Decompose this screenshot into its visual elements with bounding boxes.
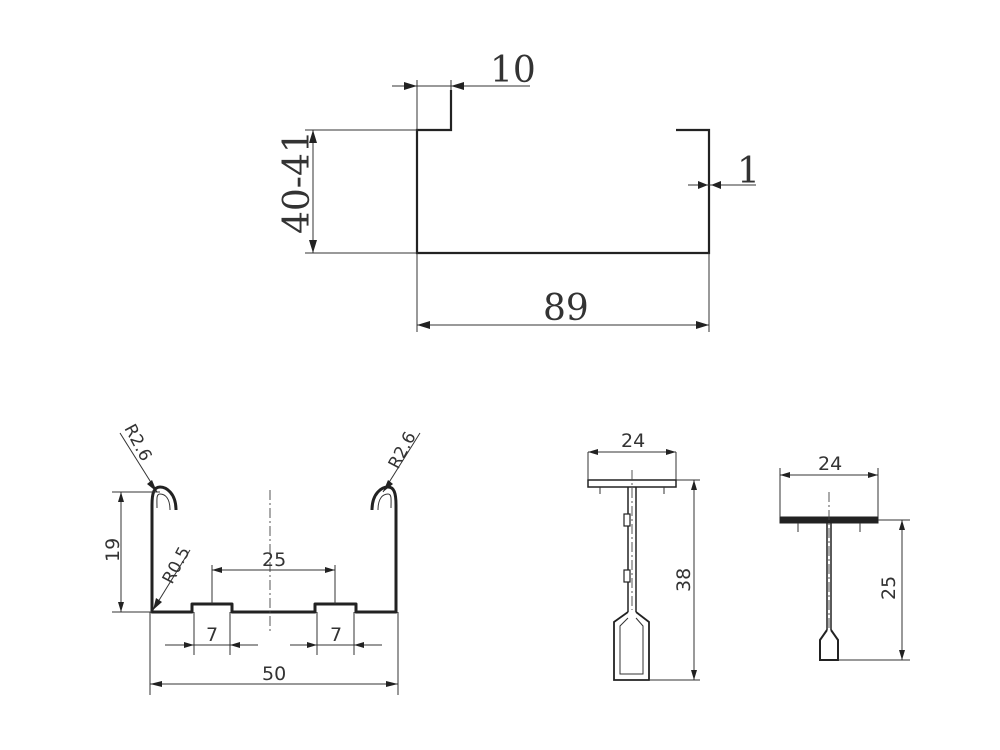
dim-channel-height: 19 — [102, 538, 124, 562]
dim-cross-tee-width: 24 — [818, 453, 842, 475]
cross-tee-bulb — [819, 629, 839, 661]
dim-left-groove: 7 — [206, 624, 218, 646]
label-right-radius: R2.6 — [385, 429, 421, 473]
dim-main-tee-height: 38 — [673, 568, 695, 592]
dim-groove-spacing: 25 — [262, 549, 286, 571]
dim-width: 89 — [543, 288, 589, 329]
dim-cross-tee-height: 25 — [878, 576, 900, 600]
main-tee-bulb — [613, 611, 650, 681]
dim-lip-width: 10 — [490, 50, 536, 91]
label-left-radius: R2.6 — [120, 421, 156, 465]
cross-tee: 24 25 — [779, 453, 910, 661]
dim-main-tee-width: 24 — [621, 430, 645, 452]
top-profile: 10 40-41 1 89 — [277, 50, 760, 332]
dim-thickness: 1 — [737, 151, 760, 192]
top-profile-outline — [415, 90, 711, 255]
dim-channel-width: 50 — [262, 663, 286, 685]
dim-height: 40-41 — [277, 130, 318, 234]
label-corner-radius: R0.5 — [159, 544, 195, 588]
dim-right-groove: 7 — [330, 624, 342, 646]
c-channel: 19 R2.6 R2.6 R0.5 25 7 7 — [102, 421, 421, 695]
main-tee: 24 38 — [587, 430, 700, 681]
